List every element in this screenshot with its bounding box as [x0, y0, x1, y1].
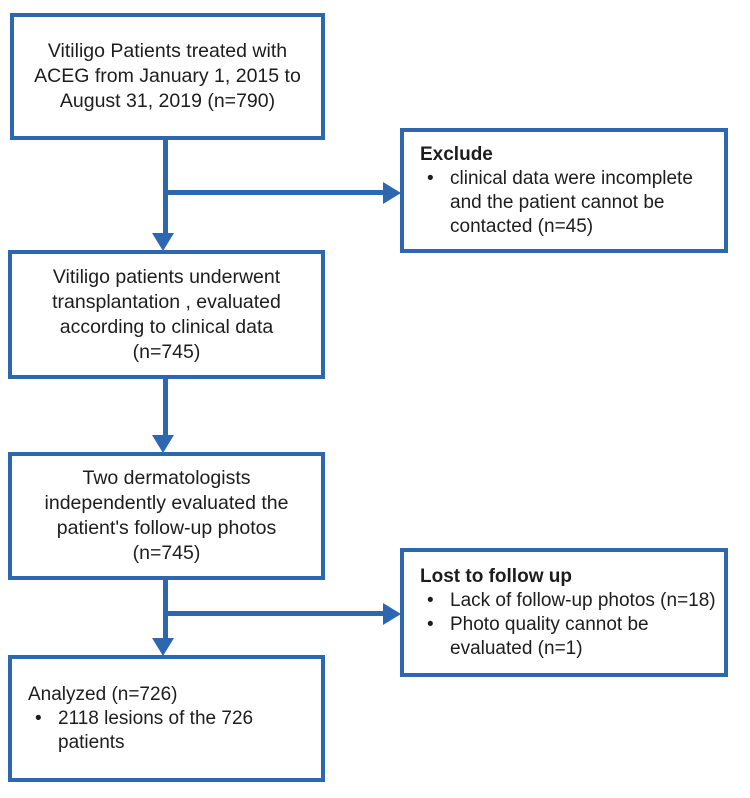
box-transplanted-line-3: according to clinical data	[59, 315, 274, 338]
box-enrolled-line-1: Vitiligo Patients treated with	[47, 40, 288, 62]
box-lost-to-follow-up: Lost to follow up Lack of follow-up phot…	[400, 548, 728, 677]
lost-bullet-1: Lack of follow-up photos (n=18)	[420, 589, 720, 613]
arrow-down-icon-3	[152, 638, 174, 656]
analyzed-bullet-list: 2118 lesions of the 726 patients	[28, 707, 317, 755]
analyzed-bullet-1: 2118 lesions of the 726 patients	[28, 707, 317, 755]
connector-line-to-excluded	[165, 190, 384, 195]
box-evaluated-line-2: independently evaluated the	[44, 492, 289, 514]
box-transplanted-line-4: (n=745)	[132, 340, 201, 363]
box-evaluated-line-3: patient's follow-up photos	[56, 517, 277, 539]
connector-line-evaluated-to-analyzed	[163, 578, 168, 639]
excluded-title: Exclude	[420, 143, 493, 165]
box-enrolled-patients: Vitiligo Patients treated with ACEG from…	[10, 13, 325, 140]
box-excluded: Exclude clinical data were incomplete an…	[400, 128, 728, 253]
box-enrolled-line-2: ACEG from January 1, 2015 to	[34, 65, 301, 87]
box-evaluated-line-4: (n=745)	[132, 542, 201, 564]
analyzed-title: Analyzed (n=726)	[28, 683, 178, 705]
box-analyzed: Analyzed (n=726) 2118 lesions of the 726…	[8, 655, 325, 782]
lost-title: Lost to follow up	[420, 565, 572, 587]
excluded-bullet-1: clinical data were incomplete and the pa…	[420, 167, 720, 239]
box-evaluated-line-1: Two dermatologists	[82, 467, 251, 489]
excluded-bullet-list: clinical data were incomplete and the pa…	[420, 167, 720, 239]
arrow-right-icon-1	[383, 182, 401, 204]
lost-bullet-list: Lack of follow-up photos (n=18) Photo qu…	[420, 589, 720, 661]
connector-line-transplanted-to-evaluated	[163, 377, 168, 436]
arrow-right-icon-2	[383, 603, 401, 625]
box-transplanted-line-2: transplantation , evaluated	[52, 290, 281, 313]
box-enrolled-line-3: August 31, 2019 (n=790)	[59, 90, 276, 112]
arrow-down-icon-2	[152, 435, 174, 453]
connector-line-to-lost	[165, 611, 384, 616]
arrow-down-icon-1	[152, 233, 174, 251]
box-transplanted-line-1: Vitiligo patients underwent	[52, 265, 281, 288]
lost-bullet-2: Photo quality cannot be evaluated (n=1)	[420, 613, 720, 661]
box-photo-evaluation: Two dermatologists independently evaluat…	[8, 452, 325, 580]
connector-line-enrolled-to-transplanted	[163, 138, 168, 235]
box-transplanted-patients: Vitiligo patients underwent transplantat…	[8, 250, 325, 379]
